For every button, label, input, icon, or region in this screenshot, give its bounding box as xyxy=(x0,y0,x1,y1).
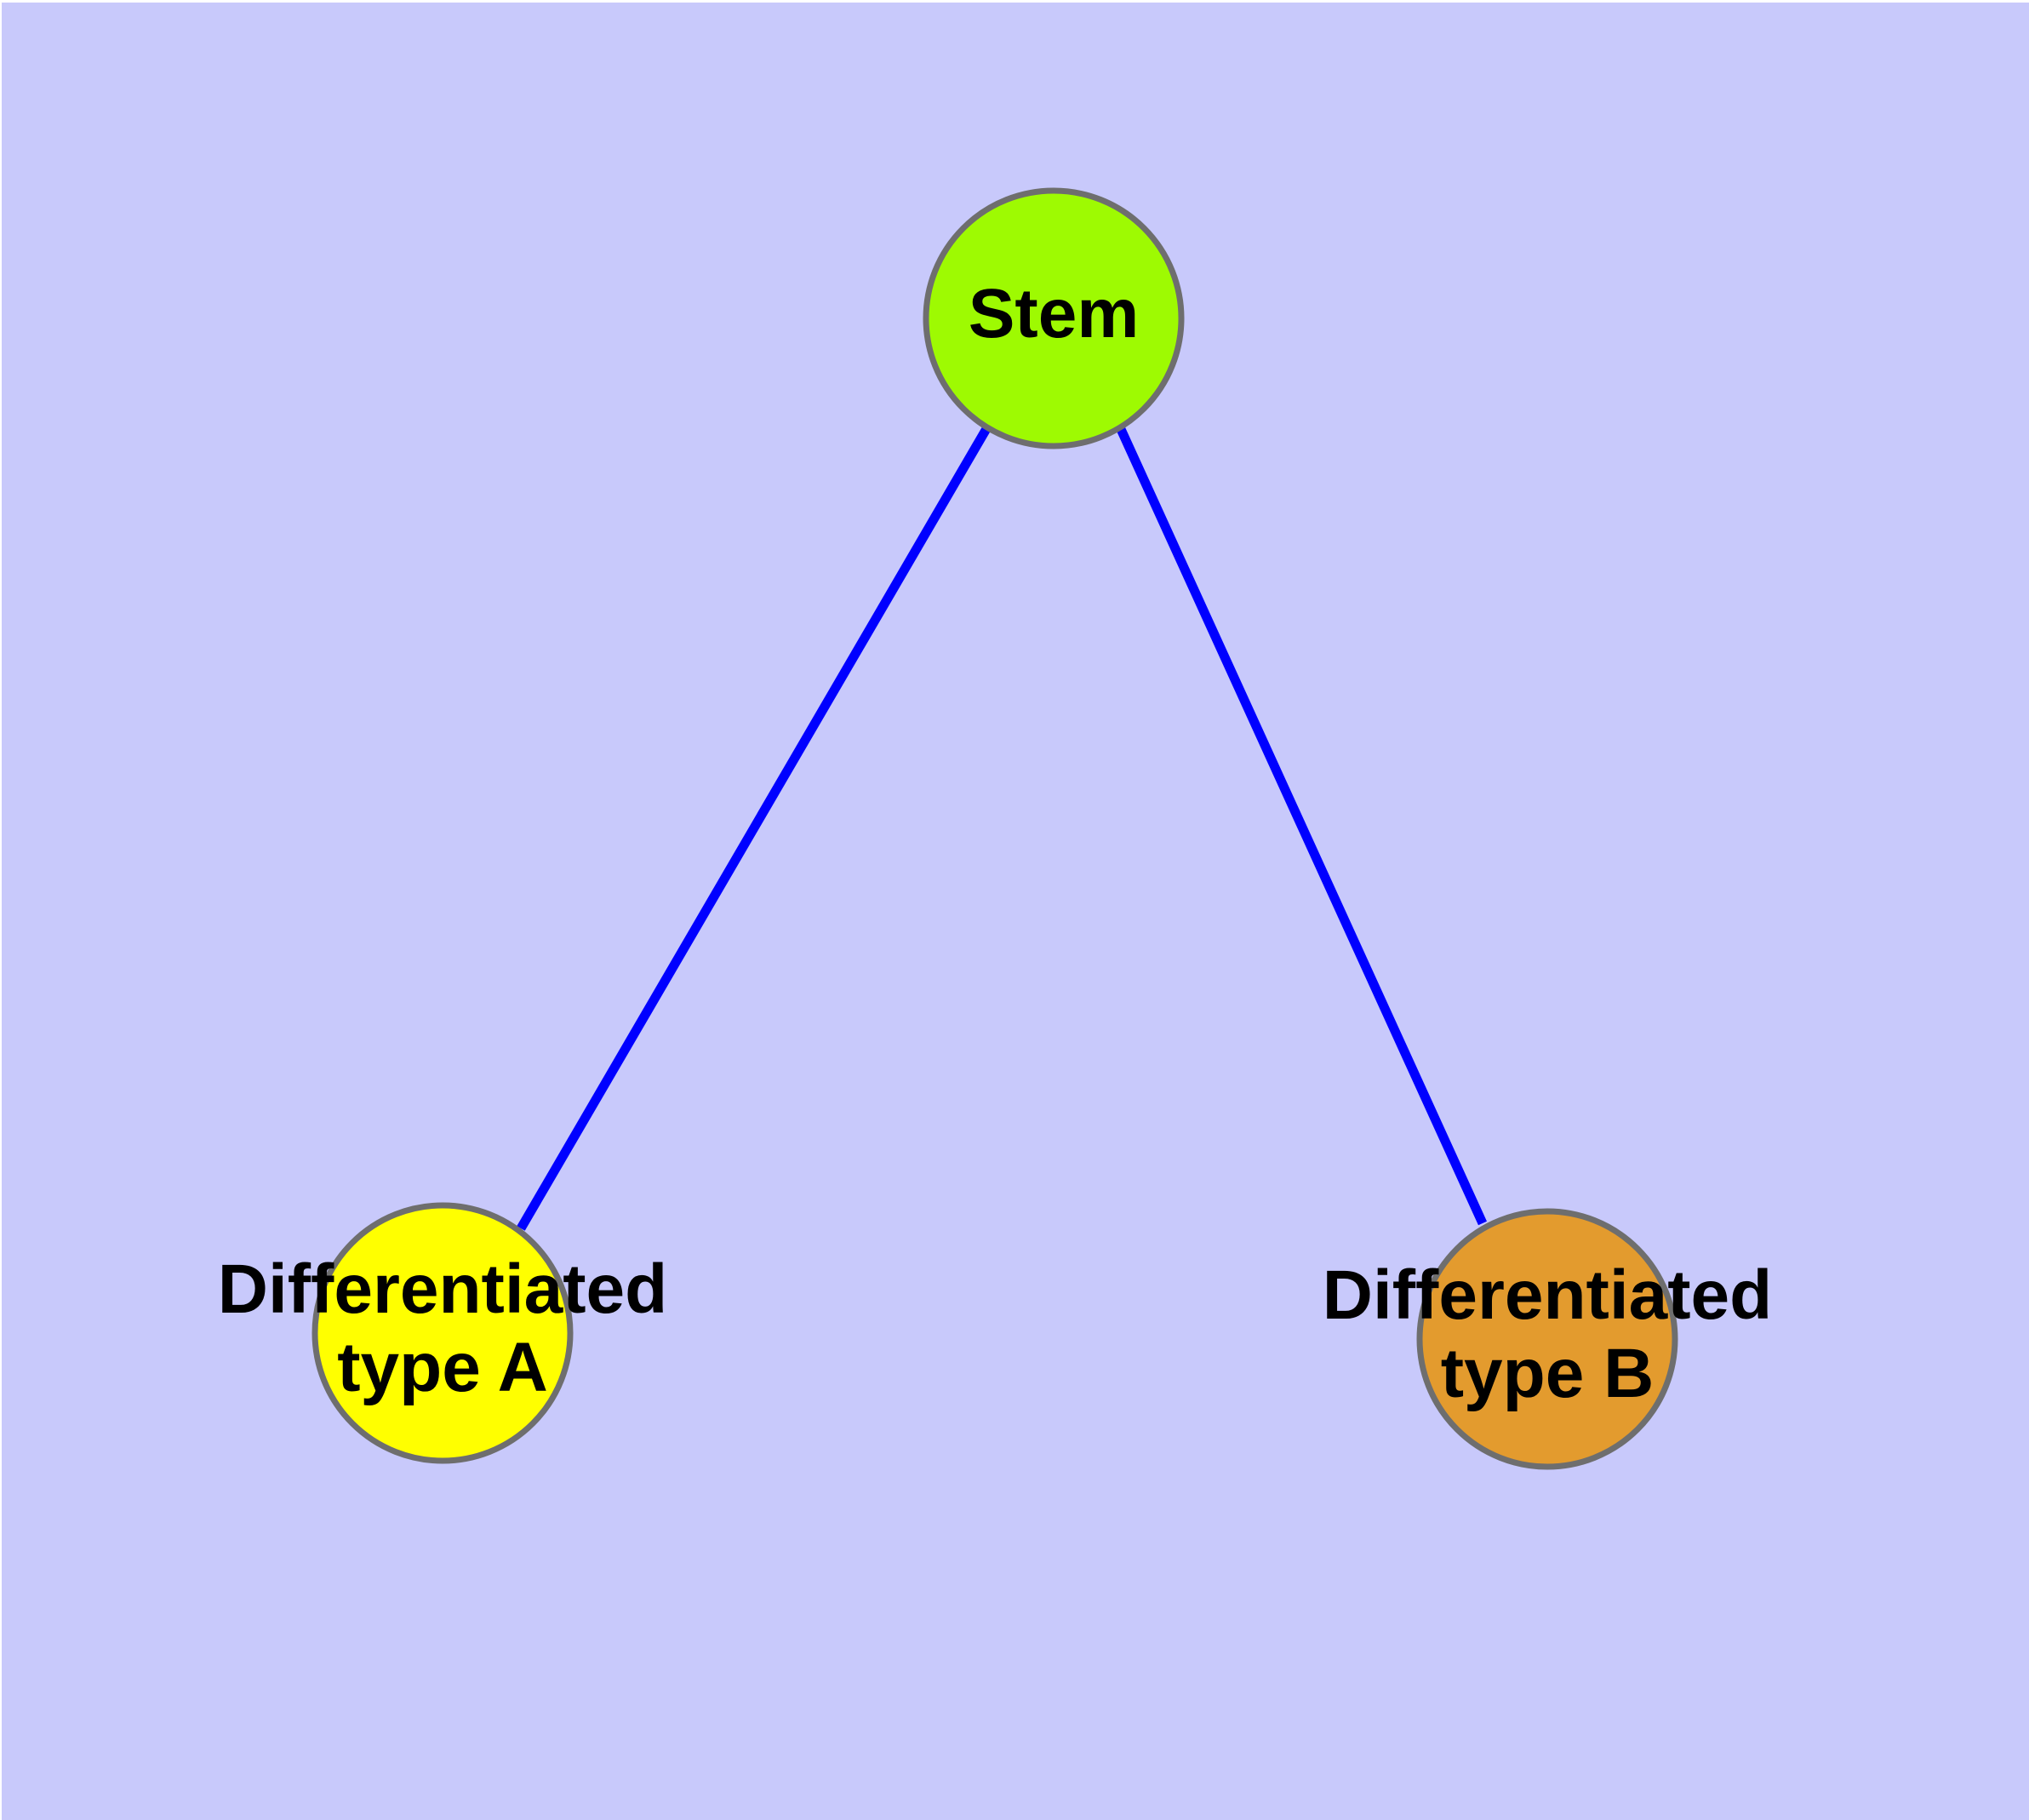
node-label-stem: Stem xyxy=(969,275,1140,352)
edge-stem-to-differentiated-type-a[interactable] xyxy=(517,425,992,1231)
node-stem[interactable]: Stem xyxy=(923,187,1185,449)
edge-stem-to-differentiated-type-b[interactable] xyxy=(1115,425,1488,1226)
node-circle-differentiated-type-a[interactable] xyxy=(311,1202,574,1464)
node-circle-differentiated-type-b[interactable] xyxy=(1416,1208,1678,1470)
node-circle-stem[interactable] xyxy=(923,187,1185,449)
edges-group xyxy=(517,425,1488,1231)
